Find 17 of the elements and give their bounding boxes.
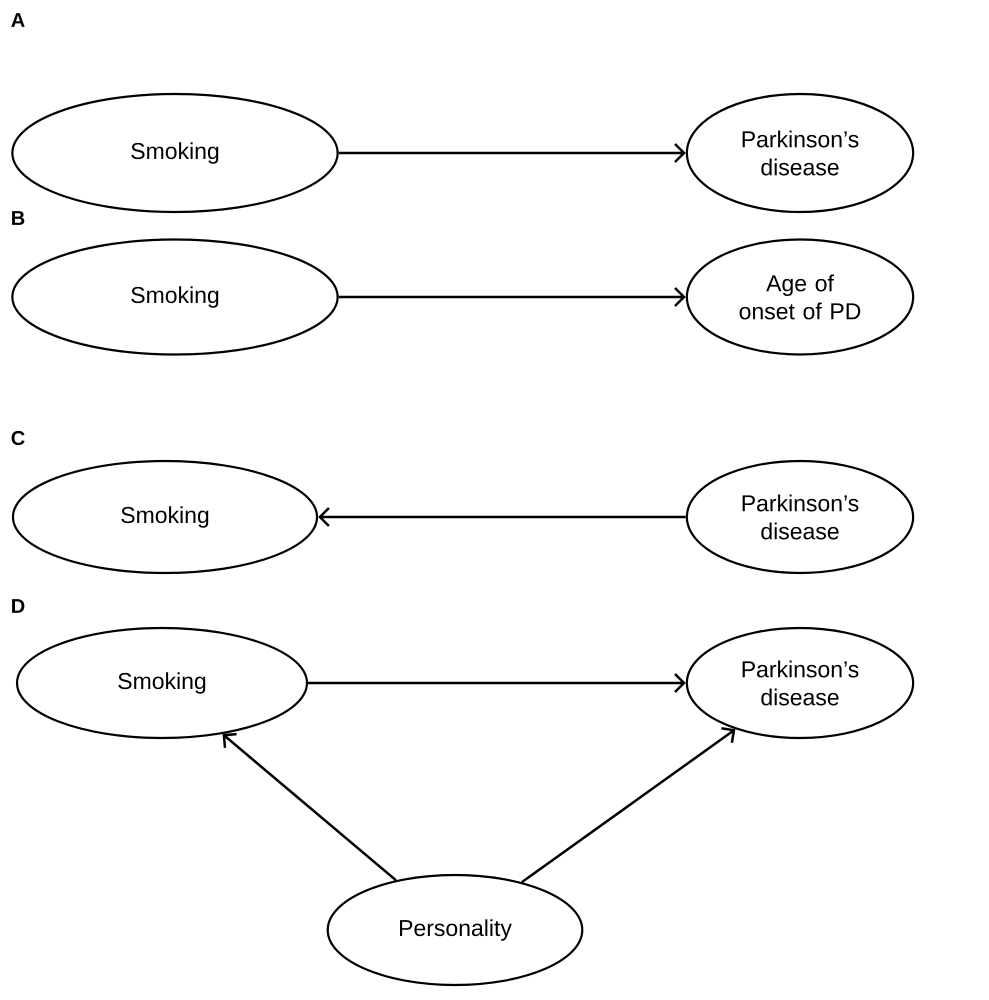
- arrow: [338, 143, 686, 163]
- ellipse-node: Age of onset of PD: [686, 238, 914, 356]
- arrow: [338, 287, 686, 307]
- ellipse-node: Smoking: [16, 626, 308, 740]
- arrow: [318, 507, 686, 527]
- ellipse-node: Smoking: [11, 238, 339, 356]
- ellipse-node: Parkinson’s disease: [686, 460, 914, 574]
- arrow: [308, 673, 686, 693]
- ellipse-node: Personality: [326, 874, 584, 986]
- panel-letter: A: [11, 13, 25, 27]
- ellipse-node: Parkinson’s disease: [686, 626, 914, 740]
- panel-letter: B: [12, 211, 24, 225]
- ellipse-node: Parkinson’s disease: [686, 92, 914, 214]
- panel-letter: D: [12, 599, 24, 613]
- ellipse-node: Smoking: [12, 460, 318, 574]
- arrow: [222, 732, 397, 882]
- arrow: [521, 726, 736, 884]
